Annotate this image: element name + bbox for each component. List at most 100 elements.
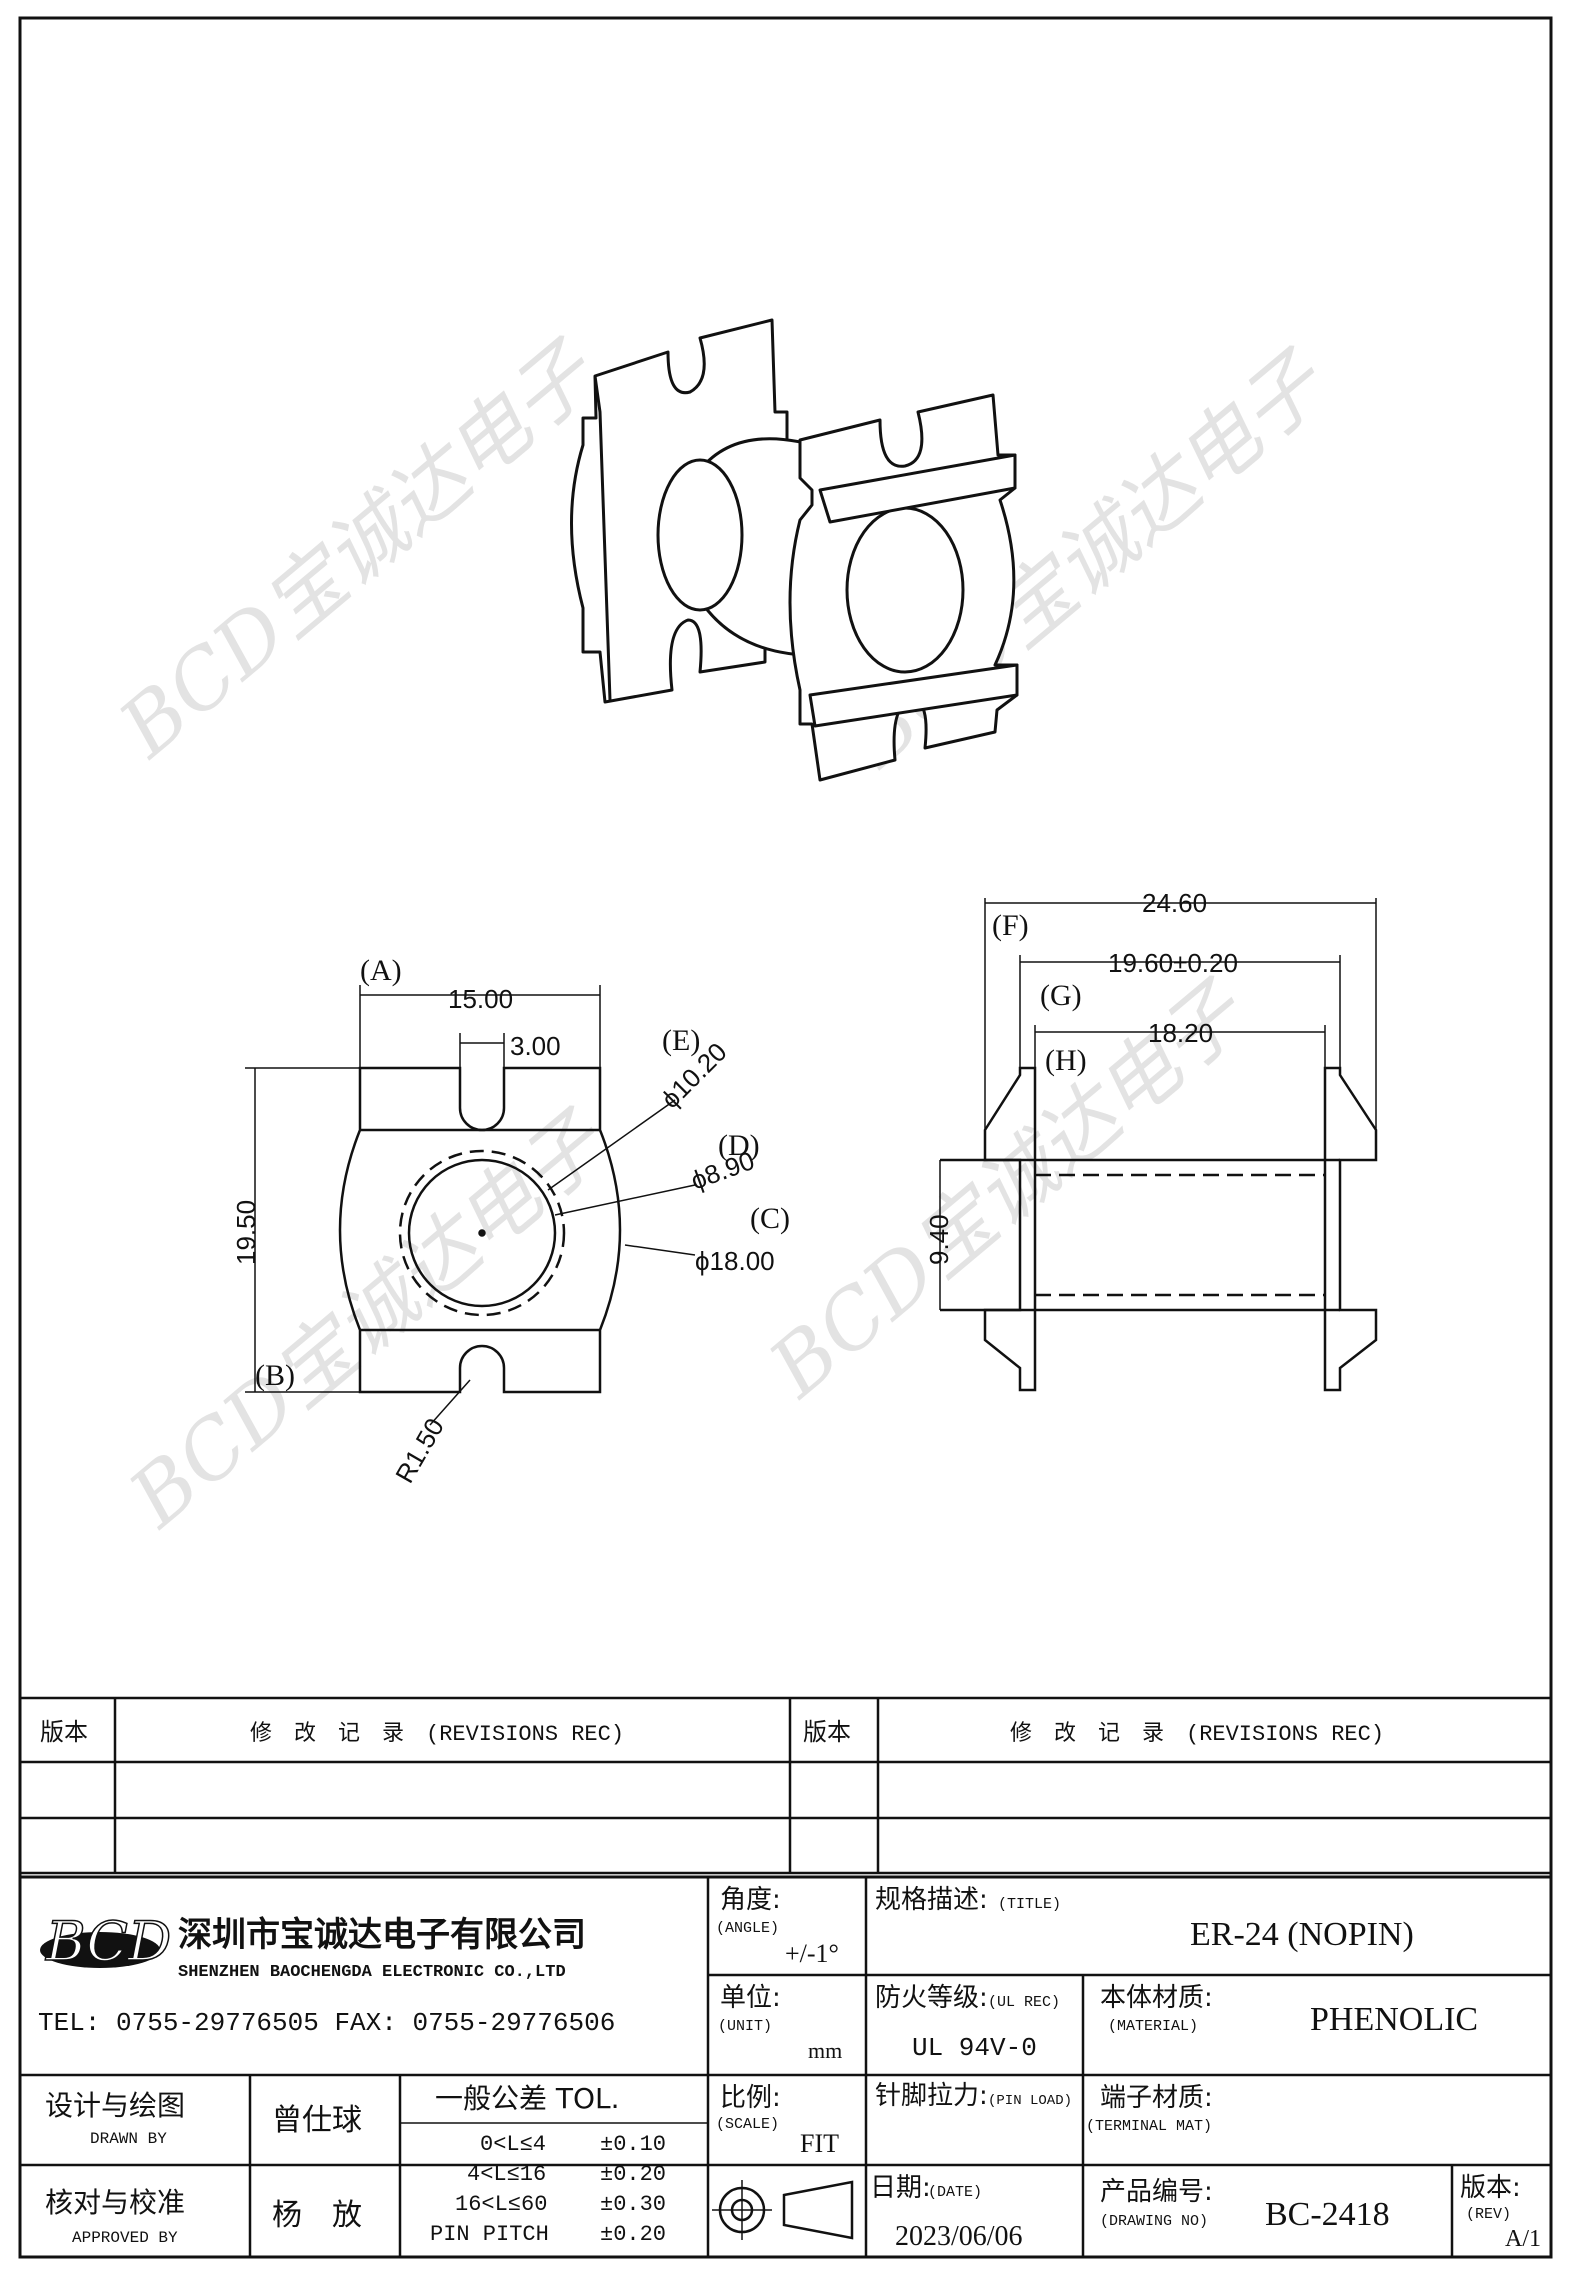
tol-range-1: 0<L≤4 [480,2132,546,2157]
front-view [245,985,696,1426]
title-block-text: 深圳市宝诚达电子有限公司 SHENZHEN BAOCHENGDA ELECTRO… [38,1885,1541,2252]
revision-text: 版本 修 改 记 录 (REVISIONS REC) 版本 修 改 记 录 (R… [40,1718,1384,1747]
drawing-value: BC-2418 [1265,2196,1390,2233]
leader-d [554,1184,696,1216]
title-label: 规格描述: [875,1885,988,1915]
date-value: 2023/06/06 [895,2221,1023,2252]
rev-value: A/1 [1505,2226,1541,2252]
ul-label: 防火等级: [875,1983,988,2013]
material-sub: (MATERIAL) [1108,2018,1198,2035]
label-a: (A) [360,954,402,987]
leader-c [624,1244,696,1256]
tol-label: 一般公差 TOL. [435,2082,620,2115]
dim-a-text: 15.00 [448,984,513,1014]
dimension-text-group: (A) 15.00 3.00 19.50 (B) (E) ϕ10.20 (D) … [231,888,1238,1488]
approved-label: 核对与校准 [45,2186,185,2219]
rev-sub: (REV) [1466,2206,1511,2223]
unit-label: 单位: [720,1983,781,2013]
side-right-flange [1323,1066,1378,1392]
date-label: 日期: [870,2173,931,2203]
terminal-sub: (TERMINAL MAT) [1086,2118,1212,2135]
logo-text: BCD [45,1910,171,1973]
drawing-label: 产品编号: [1100,2177,1213,2207]
dim-slot-text: 3.00 [510,1031,561,1061]
revision-table [20,1696,1551,1875]
label-h: (H) [1045,1044,1087,1077]
angle-label: 角度: [720,1885,781,1915]
iso-back-flange-edge [593,375,612,701]
side-view [939,898,1378,1392]
material-value: PHENOLIC [1310,2001,1478,2038]
logo-ellipse [40,1932,160,1968]
label-d: (D) [718,1129,760,1162]
rev-record-right: 修 改 记 录 (REVISIONS REC) [1010,1721,1384,1747]
label-f: (F) [992,909,1029,942]
label-b: (B) [255,1359,295,1392]
unit-value: mm [808,2038,842,2063]
dim-g-text: 19.60±0.20 [1108,948,1238,978]
title-block-grid [20,1875,1551,2257]
tol-value-2: ±0.20 [600,2162,666,2187]
leader-e [547,1099,676,1191]
ul-sub: (UL REC) [988,1994,1060,2011]
drawn-value: 曾仕球 [272,2103,362,2138]
rev-version-right: 版本 [803,1718,851,1746]
iso-core-back-opening [656,458,744,612]
rev-version-left: 版本 [40,1718,88,1746]
dim-radius-text: R1.50 [389,1413,450,1488]
title-sub: (TITLE) [998,1896,1061,1913]
drawn-label: 设计与绘图 [45,2089,185,2122]
isometric-view [570,318,1019,782]
ul-value: UL 94V-0 [912,2033,1037,2063]
front-bore-d [407,1158,557,1308]
tol-range-3: 16<L≤60 [455,2192,547,2217]
dim-c-text: ϕ18.00 [695,1246,775,1276]
dim-height-text: 19.50 [231,1200,261,1265]
rev-label: 版本: [1460,2173,1521,2203]
company-contact: TEL: 0755-29776505 FAX: 0755-29776506 [38,2008,615,2038]
sheet-border [18,16,1553,2259]
label-c: (C) [750,1202,790,1235]
label-g: (G) [1040,979,1082,1012]
projection-symbol [712,2180,854,2240]
drawn-sub: DRAWN BY [90,2130,167,2148]
rev-record-left: 修 改 记 录 (REVISIONS REC) [250,1721,624,1747]
dim-h-text: 18.20 [1148,1018,1213,1048]
approved-value: 杨 放 [272,2198,362,2233]
title-value: ER-24 (NOPIN) [1190,1916,1414,1953]
material-label: 本体材质: [1100,1983,1213,2013]
approved-sub: APPROVED BY [72,2229,178,2247]
dim-f-text: 24.60 [1142,888,1207,918]
angle-value: +/-1° [785,1939,839,1968]
front-circle-e [398,1149,566,1317]
pinload-label: 针脚拉力: [875,2081,988,2111]
terminal-label: 端子材质: [1100,2083,1213,2113]
scale-sub: (SCALE) [716,2116,779,2133]
company-logo: BCD [40,1909,172,1974]
angle-sub: (ANGLE) [716,1920,779,1937]
watermark-3: BCD宝诚达电子 [111,1094,625,1546]
iso-top-rail [818,453,1017,524]
front-center-point [478,1229,486,1237]
scale-label: 比例: [720,2083,781,2113]
tol-value-4: ±0.20 [600,2222,666,2247]
unit-sub: (UNIT) [718,2018,772,2035]
front-outline [338,1066,622,1394]
date-sub: (DATE) [928,2184,982,2201]
tol-range-4: PIN PITCH [430,2222,549,2247]
tol-value-3: ±0.30 [600,2192,666,2217]
proj-trapezoid [782,2180,854,2240]
drawing-sub: (DRAWING NO) [1100,2213,1208,2230]
leader-r [429,1379,471,1426]
pinload-sub: (PIN LOAD) [988,2093,1072,2109]
company-name-cn: 深圳市宝诚达电子有限公司 [178,1915,586,1955]
dim-core-text: 9.40 [924,1214,954,1265]
watermark-1: BCD宝诚达电子 [101,324,615,776]
company-name-en: SHENZHEN BAOCHENGDA ELECTRONIC CO.,LTD [178,1963,566,1982]
label-e: (E) [662,1024,700,1057]
iso-front-bore [845,506,965,674]
tol-value-1: ±0.10 [600,2132,666,2157]
tol-range-2: 4<L≤16 [467,2162,546,2187]
iso-bottom-rail [808,663,1019,728]
